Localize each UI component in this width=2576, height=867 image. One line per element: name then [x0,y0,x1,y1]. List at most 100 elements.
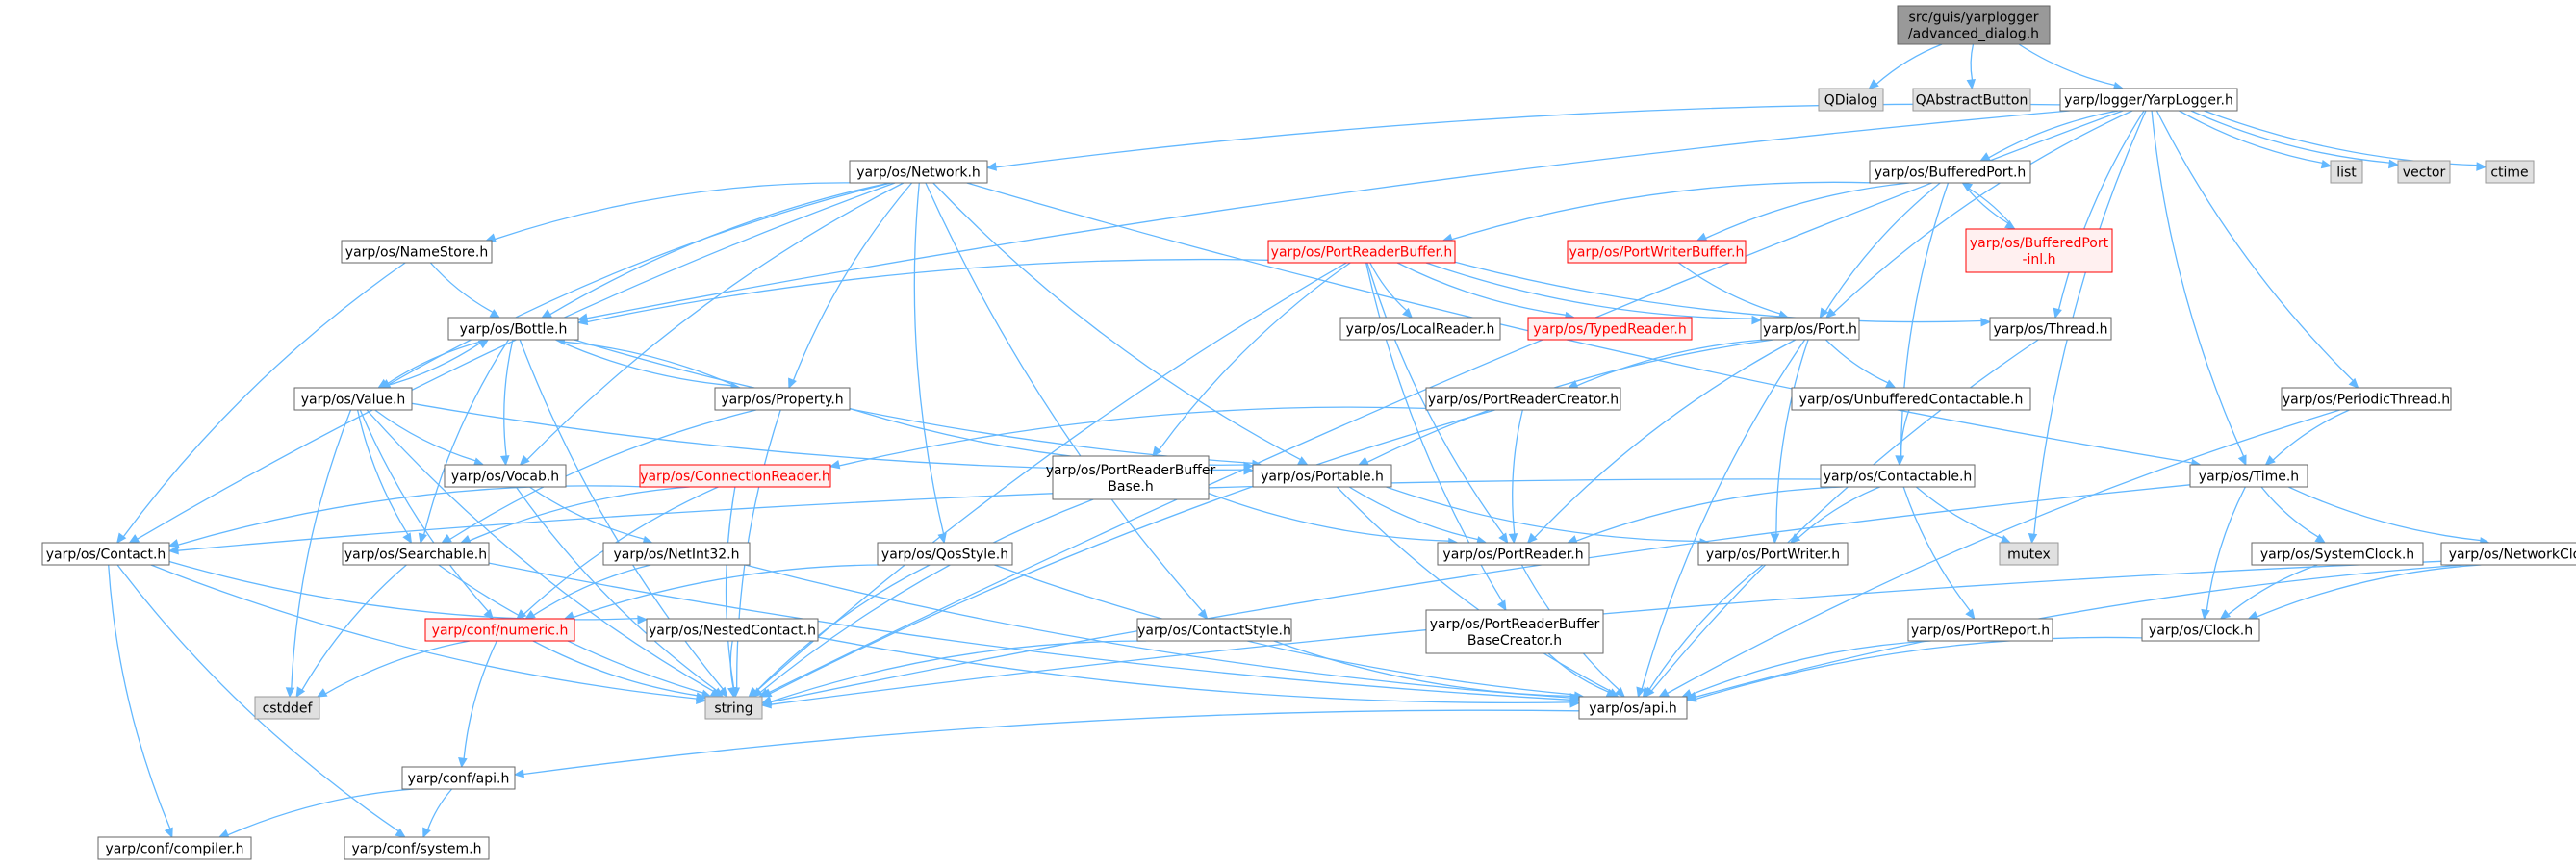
node-nestedcontact[interactable]: yarp/os/NestedContact.h [646,618,819,642]
edge-portwriter-to-os_api [1647,564,1764,691]
node-unbufferedcontactable[interactable]: yarp/os/UnbufferedContactable.h [1791,387,2031,411]
node-portreadercreator[interactable]: yarp/os/PortReaderCreator.h [1425,387,1621,411]
arrowhead-bottle-to-string [718,686,728,698]
edge-value-to-bottle [378,343,481,389]
node-bottle[interactable]: yarp/os/Bottle.h [447,317,579,341]
edge-searchable-to-cstddef [301,564,407,691]
node-vocab[interactable]: yarp/os/Vocab.h [444,464,567,488]
arrowhead-yarplogger-to-port [1825,307,1837,319]
node-label: yarp/os/NetworkClock.h [2449,548,2576,563]
node-portable[interactable]: yarp/os/Portable.h [1252,464,1392,488]
node-portreaderbuffer[interactable]: yarp/os/PortReaderBuffer.h [1267,240,1456,264]
node-property[interactable]: yarp/os/Property.h [714,387,851,411]
node-networkclock[interactable]: yarp/os/NetworkClock.h [2440,542,2576,566]
arrowhead-os_api-to-conf_api [513,769,524,778]
edge-contact-to-compiler [108,564,171,829]
node-box [1760,317,1860,341]
edge-nameStore-to-bottle [429,262,494,313]
node-portwriterbuffer[interactable]: yarp/os/PortWriterBuffer.h [1567,240,1747,264]
edge-numeric-to-string [532,640,698,697]
node-portreader[interactable]: yarp/os/PortReader.h [1437,542,1590,566]
arrowhead-yarplogger-to-time [2237,454,2247,467]
edge-nestedcontact-to-string [729,640,734,689]
node-contactable[interactable]: yarp/os/Contactable.h [1820,464,1976,488]
node-value[interactable]: yarp/os/Value.h [293,387,413,411]
node-qosstyle[interactable]: yarp/os/QosStyle.h [877,542,1013,566]
arrowhead-contactable-to-portwriter [1789,533,1801,544]
node-label: yarp/os/PortReaderBuffer.h [1271,245,1453,261]
arrowhead-contact-to-nestedcontact [637,615,649,625]
edge-port-to-os_api [1641,339,1806,689]
node-thread[interactable]: yarp/os/Thread.h [1989,317,2112,341]
edge-unbufferedcontactable-to-contactable [1900,409,1910,457]
arrowhead-conf_api-to-compiler [217,829,230,838]
node-label: yarp/os/Port.h [1763,322,1857,338]
node-box [1267,240,1456,264]
node-box [2485,160,2535,184]
node-box [639,464,831,488]
node-box [444,464,567,488]
node-typedreader[interactable]: yarp/os/TypedReader.h [1527,317,1693,341]
node-portreport[interactable]: yarp/os/PortReport.h [1907,618,2053,642]
arrowhead-qosstyle-to-string [748,686,759,698]
arrowhead-searchable-to-cstddef [295,686,306,699]
edge-periodicthread-to-os_api [1667,409,2340,695]
node-box [877,542,1013,566]
node-bufferedport-inl[interactable]: yarp/os/BufferedPort-inl.h [1965,228,2113,273]
node-box [1578,696,1688,720]
node-box [2397,160,2451,184]
node-network[interactable]: yarp/os/Network.h [849,160,988,184]
node-label: yarp/logger/YarpLogger.h [2064,93,2233,109]
node-box [254,696,320,720]
node-yarplogger[interactable]: yarp/logger/YarpLogger.h [2059,88,2238,112]
node-systemclock[interactable]: yarp/os/SystemClock.h [2251,542,2424,566]
edge-portreaderbufferbase-to-string [759,498,1094,694]
edge-connectionreader-to-contact [177,485,647,546]
node-contactstyle[interactable]: yarp/os/ContactStyle.h [1136,618,1292,642]
arrowhead-port-to-unbufferedcontactable [1884,379,1897,389]
node-nameStore[interactable]: yarp/os/NameStore.h [341,240,493,264]
node-port[interactable]: yarp/os/Port.h [1760,317,1860,341]
node-portwriter[interactable]: yarp/os/PortWriter.h [1697,542,1849,566]
node-label: src/guis/yarplogger [1909,11,2039,26]
edge-contactable-to-mutex [1915,486,2003,540]
edge-network-to-qosstyle [913,182,945,535]
node-searchable[interactable]: yarp/os/Searchable.h [342,542,490,566]
edge-bottle-to-searchable [422,339,510,535]
node-box [424,618,575,642]
node-string: string [704,696,763,720]
node-label: yarp/os/QosStyle.h [881,548,1008,563]
node-localreader[interactable]: yarp/os/LocalReader.h [1339,317,1501,341]
node-os-api[interactable]: yarp/os/api.h [1578,696,1688,720]
node-contact[interactable]: yarp/os/Contact.h [41,542,170,566]
node-box [1791,387,2031,411]
edge-bottle-to-value [386,339,489,385]
node-system[interactable]: yarp/conf/system.h [344,836,490,860]
arrowhead-portreaderbuffer-to-thread [1980,317,1992,327]
edge-netint32-to-numeric [533,564,651,616]
arrowhead-portreaderbuffer-to-port [1751,315,1763,325]
node-periodicthread[interactable]: yarp/os/PeriodicThread.h [2281,387,2452,411]
node-numeric[interactable]: yarp/conf/numeric.h [424,618,575,642]
node-connectionreader[interactable]: yarp/os/ConnectionReader.h [639,464,831,488]
edge-portreaderbuffer-to-port [1425,262,1753,319]
arrowhead-bottle-to-searchable [418,532,427,545]
arrowhead-portreaderbuffer-to-portreader [1498,532,1509,544]
arrowhead-numeric-to-string [695,692,707,701]
node-clock[interactable]: yarp/os/Clock.h [2141,618,2260,642]
node-netint32[interactable]: yarp/os/NetInt32.h [602,542,751,566]
node-time[interactable]: yarp/os/Time.h [2189,464,2308,488]
node-ctime: ctime [2485,160,2535,184]
node-bufferedport[interactable]: yarp/os/BufferedPort.h [1869,160,2031,184]
edge-clock-to-os_api [1695,636,2143,701]
edge-portreadercreator-to-connectionreader [838,406,1427,467]
node-conf-api[interactable]: yarp/conf/api.h [401,766,516,790]
edge-bottle-to-vocab [503,339,514,457]
node-box [1567,240,1747,264]
node-compiler[interactable]: yarp/conf/compiler.h [97,836,252,860]
edge-networkclock-to-clock [2257,564,2482,618]
node-box [714,387,851,411]
node-box [1437,542,1590,566]
